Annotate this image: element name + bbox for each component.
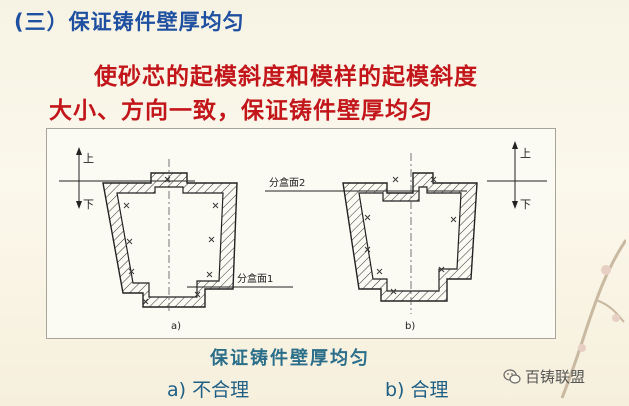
- drawing-a: 上 下 分盒面1 a): [59, 147, 293, 332]
- figure-caption: 保证铸件壁厚均匀: [210, 348, 370, 369]
- slide-heading: (三）保证铸件壁厚均匀: [14, 10, 245, 34]
- option-a-label: a) 不合理: [167, 379, 250, 401]
- drawing-a-down-label: 下: [83, 198, 94, 211]
- casting-figure-panel: 上 下 分盒面1 a): [46, 128, 556, 339]
- watermark: 百铸联盟: [503, 366, 585, 387]
- parting-line-1-label: 分盒面1: [237, 272, 273, 285]
- plum-branch-decoration: [560, 239, 626, 399]
- drawing-b-label: b): [405, 321, 415, 332]
- watermark-text: 百铸联盟: [525, 368, 586, 386]
- casting-diagram: 上 下 分盒面1 a): [59, 141, 547, 332]
- drawing-b: 分盒面2 上 下: [265, 141, 547, 332]
- wechat-icon: [503, 368, 521, 384]
- drawing-b-markers: [364, 176, 457, 295]
- drawing-b-down-label: 下: [520, 198, 531, 211]
- drawing-a-up-label: 上: [83, 152, 94, 165]
- option-b-label: b) 合理: [385, 379, 449, 401]
- parting-line-2-label: 分盒面2: [269, 176, 305, 189]
- drawing-a-markers: [123, 176, 219, 305]
- drawing-a-label: a): [171, 321, 181, 332]
- description-line-1: 使砂芯的起模斜度和模样的起模斜度: [94, 64, 478, 90]
- description-line-2: 大小、方向一致，保证铸件壁厚均匀: [49, 98, 433, 124]
- drawing-b-up-label: 上: [520, 147, 531, 160]
